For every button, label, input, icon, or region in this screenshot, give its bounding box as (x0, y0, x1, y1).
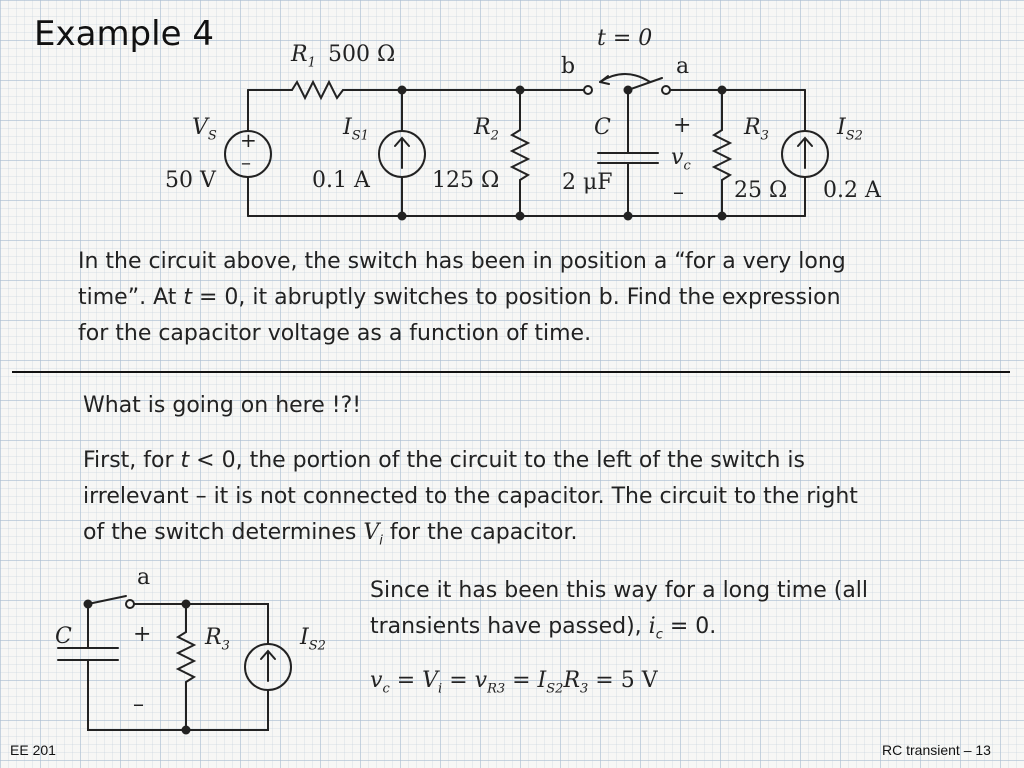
problem-line-2: time”. At t = 0, it abruptly switches to… (78, 285, 841, 310)
small-top-wire (133, 603, 269, 645)
node-dot (397, 85, 407, 95)
r1-value: 500 Ω (328, 42, 396, 67)
is2-label: IS2 (837, 115, 863, 144)
node-dot (717, 211, 727, 221)
node-dot (515, 211, 525, 221)
r2-value: 125 Ω (432, 168, 500, 193)
is1-arrow (394, 136, 410, 169)
vc-plus: + (673, 113, 692, 138)
small-resistor-r3 (175, 631, 197, 683)
capacitor-voltage-equation: vc = Vi = vR3 = IS2R3 = 5 V (370, 668, 658, 697)
steady-state-text: Since it has been this way for a long ti… (370, 573, 970, 653)
slide-title: Example 4 (34, 14, 214, 54)
small-is2-arrow (260, 649, 276, 682)
problem-line-3: for the capacitor voltage as a function … (78, 321, 592, 346)
small-r3-label: R3 (205, 625, 230, 654)
footer-course: EE 201 (10, 742, 56, 758)
vc-minus: – (673, 180, 684, 205)
small-switch-label-a: a (137, 565, 151, 590)
small-minus: – (133, 692, 144, 717)
voltage-source-vs (224, 130, 272, 178)
node-dot (397, 211, 407, 221)
vs-plus: + (240, 128, 257, 152)
node-dot (623, 85, 633, 95)
time-label: t = 0 (597, 26, 653, 51)
explanation-line-3: of the switch determines Vi for the capa… (83, 520, 578, 549)
vs-label: VS (192, 115, 217, 144)
small-left-wire-bottom (87, 659, 269, 731)
r3-value: 25 Ω (734, 178, 788, 203)
small-node-dot (181, 725, 191, 735)
resistor-r1 (291, 79, 344, 101)
problem-line-1: In the circuit above, the switch has bee… (78, 249, 846, 274)
small-node-dot (181, 599, 191, 609)
vs-value: 50 V (165, 168, 216, 193)
current-source-is2 (781, 130, 829, 178)
node-dot (717, 85, 727, 95)
small-switch-contact (125, 599, 135, 609)
resistor-r2 (509, 129, 531, 181)
cap-label: C (594, 115, 611, 140)
small-cap-label: C (55, 624, 72, 649)
solution-explanation: First, for t < 0, the portion of the cir… (83, 443, 983, 559)
node-dot (515, 85, 525, 95)
switch-blade (627, 77, 663, 91)
small-is2-label: IS2 (300, 625, 326, 654)
switch-label-b: b (561, 54, 576, 79)
r1-label: R1 (291, 42, 316, 71)
is1-label: IS1 (343, 115, 369, 144)
switch-contact-b (583, 85, 593, 95)
is1-value: 0.1 A (312, 168, 370, 193)
explanation-line-2: irrelevant – it is not connected to the … (83, 484, 858, 509)
current-source-is1 (378, 130, 426, 178)
switch-label-a: a (676, 54, 690, 79)
problem-statement: In the circuit above, the switch has bee… (78, 244, 978, 352)
is2-arrow (797, 136, 813, 169)
resistor-r3 (711, 129, 733, 181)
node-dot (623, 211, 633, 221)
vs-minus: – (241, 150, 251, 174)
r2-label: R2 (474, 115, 499, 144)
switch-contact-a (661, 85, 671, 95)
r3-label: R3 (744, 115, 769, 144)
is2-value: 0.2 A (823, 178, 881, 203)
vc-label: vc (671, 145, 691, 174)
small-plus: + (133, 622, 152, 647)
small-node-dot (83, 599, 93, 609)
solution-question: What is going on here !?! (83, 393, 362, 418)
switch-arrowhead (599, 75, 610, 85)
explanation-line-1: First, for t < 0, the portion of the cir… (83, 448, 806, 473)
cap-value: 2 μF (562, 170, 613, 195)
steady-line-2: transients have passed), ic = 0. (370, 614, 717, 643)
steady-line-1: Since it has been this way for a long ti… (370, 578, 869, 603)
small-switch-blade (87, 595, 127, 605)
small-current-source-is2 (244, 643, 292, 691)
footer-page: RC transient – 13 (882, 742, 991, 758)
